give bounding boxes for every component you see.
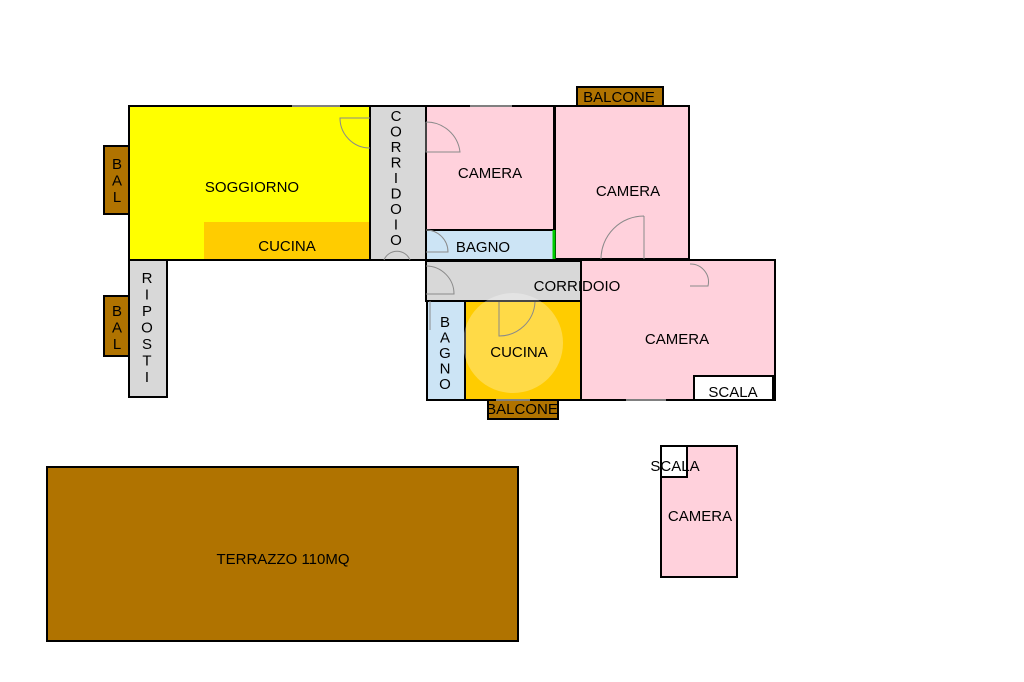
label-scala-2: SCALA [650, 458, 699, 475]
door-soggiorno-corridoio [339, 117, 371, 149]
door-camera-1 [425, 121, 461, 153]
door-bagno-1 [425, 229, 449, 253]
room-terrazzo [46, 466, 519, 642]
label-cucina-2: CUCINA [490, 344, 548, 361]
room-cucina-2 [464, 300, 582, 401]
door-corridoio-h-left [425, 265, 455, 295]
label-cucina-main: CUCINA [258, 238, 316, 255]
room-cucina-main [204, 222, 369, 259]
room-bal-left-2 [103, 295, 130, 357]
room-balcone-top [576, 86, 664, 107]
label-camera-3: CAMERA [645, 331, 709, 348]
room-scala-1 [693, 375, 774, 401]
label-balcone-bottom: BALCONE [486, 401, 558, 418]
door-corridoio-bottom [383, 250, 411, 261]
label-corridoio-horizontal: CORRIDOIO [534, 278, 621, 295]
room-corridoio-vertical [369, 105, 427, 261]
label-bagno-1: BAGNO [456, 239, 510, 256]
label-terrazzo: TERRAZZO 110MQ [216, 551, 349, 568]
door-camera-3 [689, 263, 709, 287]
label-camera-2: CAMERA [596, 183, 660, 200]
cucina-2-highlight [463, 293, 563, 393]
room-scala-2 [660, 445, 688, 478]
label-balcone-top: BALCONE [583, 89, 655, 106]
label-camera-4: CAMERA [668, 508, 732, 525]
label-scala-1: SCALA [708, 384, 757, 401]
door-cucina-2 [498, 301, 536, 337]
label-soggiorno: SOGGIORNO [205, 179, 299, 196]
label-camera-1: CAMERA [458, 165, 522, 182]
room-camera-1 [425, 105, 555, 231]
door-camera-2 [600, 215, 645, 260]
room-bal-left-1 [103, 145, 130, 215]
